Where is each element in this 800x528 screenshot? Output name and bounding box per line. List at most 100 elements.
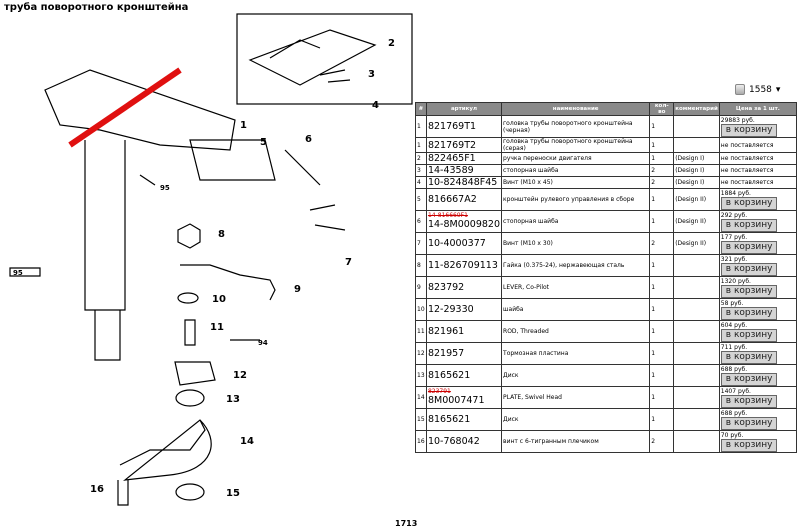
article-cell: 816667A2 (425, 188, 503, 211)
add-to-cart-button[interactable]: в корзину (720, 350, 778, 364)
part-number: 821957 (427, 348, 465, 359)
article-cell: 823792 (425, 276, 503, 299)
part-number: 12-29330 (427, 304, 474, 315)
article-cell: 8165621 (425, 408, 503, 431)
price: 1884 руб. (720, 189, 751, 197)
row-number: 8 (415, 254, 427, 277)
quantity: 2 (649, 176, 675, 189)
price-cell: 29883 руб.в корзину (718, 115, 798, 138)
part-name: Гайка (0.375-24), нержавеющая сталь (501, 254, 651, 277)
part-name: ROD, Threaded (501, 320, 651, 343)
zoom-control[interactable]: 1558▾ (735, 84, 781, 95)
part-number: 822465F1 (427, 153, 476, 164)
part-name: Винт (M10 x 45) (501, 176, 651, 189)
part-name: стопорная шайба (501, 164, 651, 177)
column-header: кол-во (649, 102, 675, 116)
row-number: 13 (415, 364, 427, 387)
not-available: не поставляется (720, 167, 774, 174)
part-name: головка трубы поворотного кронштейна (че… (501, 115, 651, 138)
quantity: 2 (649, 164, 675, 177)
column-header: Цена за 1 шт. (718, 102, 798, 116)
add-to-cart-button[interactable]: в корзину (720, 240, 778, 254)
quantity: 1 (649, 254, 675, 277)
svg-text:9: 9 (294, 284, 301, 295)
price-cell: 1320 руб.в корзину (718, 276, 798, 299)
page-title: труба поворотного кронштейна (4, 2, 189, 13)
article-cell: 10-4000377 (425, 232, 503, 255)
price-cell: 321 руб.в корзину (718, 254, 798, 277)
price: 321 руб. (720, 255, 748, 263)
comment (673, 408, 720, 431)
svg-text:16: 16 (90, 484, 104, 495)
quantity: 1 (649, 298, 675, 321)
article-cell: 8165621 (425, 364, 503, 387)
svg-text:5: 5 (260, 137, 267, 148)
svg-text:6: 6 (305, 134, 312, 145)
add-to-cart-button[interactable]: в корзину (720, 123, 778, 137)
part-name: кронштейн рулевого управления в сборе (501, 188, 651, 211)
price-cell: 688 руб.в корзину (718, 364, 798, 387)
article-cell: 11-826709113 (425, 254, 503, 277)
add-to-cart-button[interactable]: в корзину (720, 306, 778, 320)
old-part-number: 823791 (427, 388, 451, 395)
part-number: 8165621 (427, 414, 471, 425)
svg-text:4: 4 (372, 100, 379, 111)
comment (673, 115, 720, 138)
part-number: 14-43589 (427, 165, 474, 176)
comment (673, 386, 720, 409)
svg-text:13: 13 (226, 394, 240, 405)
comment: (Design II) (673, 188, 720, 211)
price-cell: 1884 руб.в корзину (718, 188, 798, 211)
add-to-cart-button[interactable]: в корзину (720, 284, 778, 298)
add-to-cart-button[interactable]: в корзину (720, 196, 778, 210)
red-strike-mark (68, 67, 182, 148)
price: 58 руб. (720, 299, 744, 307)
price-cell: 292 руб.в корзину (718, 210, 798, 233)
not-available: не поставляется (720, 155, 774, 162)
quantity: 2 (649, 430, 675, 453)
price-cell: 58 руб.в корзину (718, 298, 798, 321)
price: 177 руб. (720, 233, 748, 241)
price-cell: 177 руб.в корзину (718, 232, 798, 255)
inset-frame (236, 13, 413, 105)
add-to-cart-button[interactable]: в корзину (720, 262, 778, 276)
row-number: 14 (415, 386, 427, 409)
add-to-cart-button[interactable]: в корзину (720, 218, 778, 232)
quantity: 1 (649, 408, 675, 431)
part-number: 816667A2 (427, 194, 477, 205)
price-cell: 604 руб.в корзину (718, 320, 798, 343)
quantity: 1 (649, 320, 675, 343)
part-number: 10-4000377 (427, 238, 486, 249)
part-number: 821961 (427, 326, 465, 337)
part-name: стопорная шайба (501, 210, 651, 233)
add-to-cart-button[interactable]: в корзину (720, 328, 778, 342)
part-number: 11-826709113 (427, 260, 498, 271)
add-to-cart-button[interactable]: в корзину (720, 438, 778, 452)
comment: (Design II) (673, 210, 720, 233)
add-to-cart-button[interactable]: в корзину (720, 372, 778, 386)
add-to-cart-button[interactable]: в корзину (720, 394, 778, 408)
part-name: ручка переноски двигателя (501, 152, 651, 165)
quantity: 1 (649, 210, 675, 233)
bracket (189, 139, 276, 181)
page-number: 1713 (395, 519, 418, 528)
price-cell: не поставляется (718, 164, 798, 177)
price: 1320 руб. (720, 277, 751, 285)
not-available: не поставляется (720, 179, 774, 186)
quantity: 1 (649, 115, 675, 138)
add-to-cart-button[interactable]: в корзину (720, 416, 778, 430)
price: 688 руб. (720, 365, 748, 373)
part-number: 14-8M0009820 (427, 219, 501, 230)
row-number: 5 (415, 188, 427, 211)
